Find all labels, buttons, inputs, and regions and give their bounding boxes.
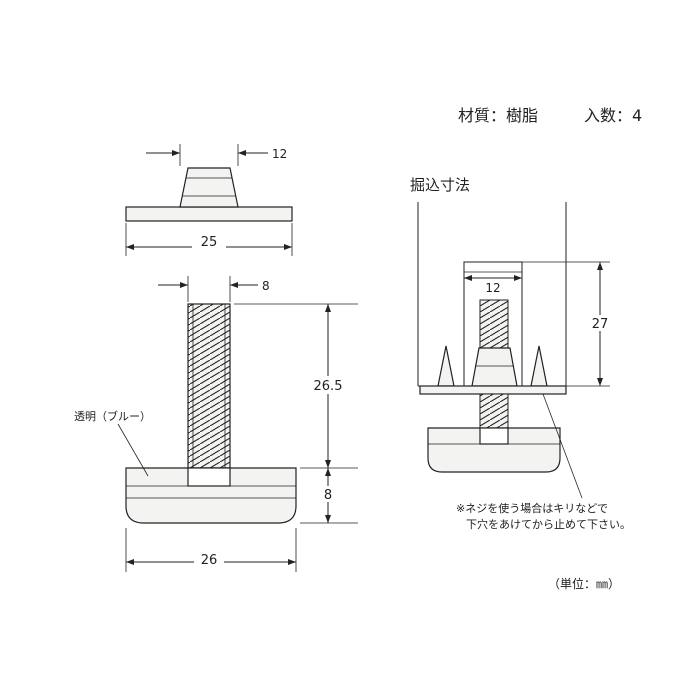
dim-thread-length: 26.5 xyxy=(314,379,343,394)
dim-base-width-top: 25 xyxy=(201,235,218,250)
material-label: 材質：樹脂 xyxy=(458,106,538,125)
install-view: 12 27 ※ネジを使う場合はキリなどで 下穴をあけてから止めて下さい。 xyxy=(417,202,631,531)
material-color-note: 透明（ブルー） xyxy=(74,409,151,423)
dim-base-height: 8 xyxy=(324,488,332,503)
quantity-label: 入数：4 xyxy=(584,106,642,125)
screw-note-line-1: ※ネジを使う場合はキリなどで xyxy=(456,501,608,515)
dim-thread-diameter: 8 xyxy=(262,279,270,293)
install-dimension-title: 掘込寸法 xyxy=(410,176,470,194)
unit-label: （単位：㎜） xyxy=(548,576,620,591)
side-view: 8 26.5 8 26 透明（ブルー） xyxy=(74,276,358,572)
dim-hole-depth: 27 xyxy=(592,317,609,332)
screw-note-line-2: 下穴をあけてから止めて下さい。 xyxy=(466,517,631,531)
top-view: 12 25 xyxy=(125,144,293,256)
dim-hole-width: 12 xyxy=(485,281,500,295)
dim-head-width: 12 xyxy=(272,147,287,161)
dim-base-width: 26 xyxy=(201,553,218,568)
